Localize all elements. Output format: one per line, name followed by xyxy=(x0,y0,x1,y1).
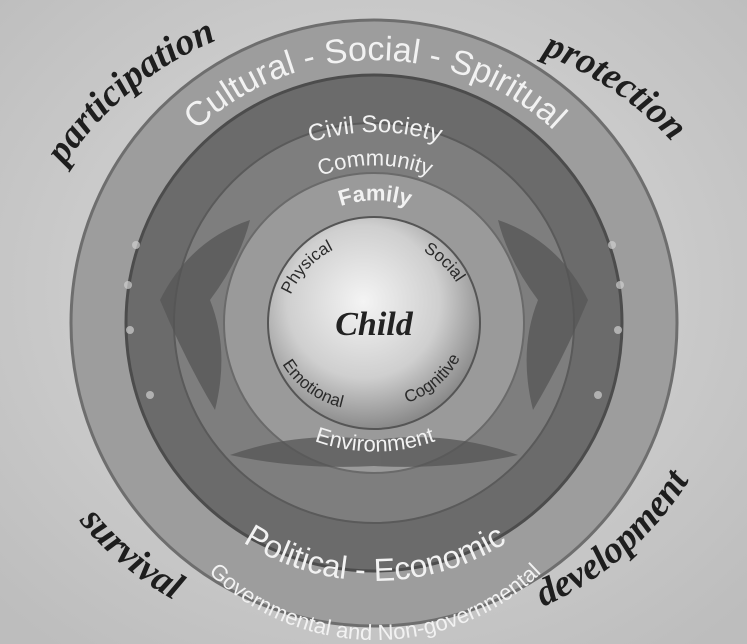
human-figures xyxy=(160,220,588,467)
figure-right xyxy=(498,220,588,410)
figure-left xyxy=(160,220,250,410)
figure-bottom xyxy=(230,437,518,467)
center-label: Child xyxy=(335,306,413,343)
child-core xyxy=(267,216,481,430)
ring-dots xyxy=(124,241,624,399)
